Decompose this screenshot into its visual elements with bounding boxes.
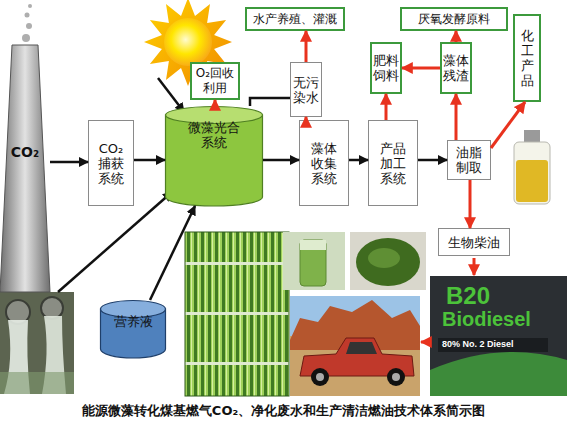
flow-arrow — [418, 159, 447, 162]
wastewater-arrow — [58, 192, 172, 292]
output-box: 厌氧发酵原料 — [400, 7, 508, 31]
node-label: O₂回收利用 — [194, 66, 236, 96]
photo-text: 80% No. 2 Diesel — [442, 339, 514, 349]
oil-bottle — [514, 130, 550, 204]
truck-photo — [290, 296, 420, 396]
node-label: 营养液 — [114, 314, 153, 329]
process-box: 藻体收集系统 — [299, 120, 349, 206]
output-box: 藻体残渣 — [440, 42, 472, 94]
algae-culture-photo — [283, 232, 345, 290]
chimney-outline — [0, 45, 50, 292]
process-box: CO₂捕获系统 — [88, 120, 134, 206]
output-arrow — [421, 341, 430, 344]
node-label: 油脂制取 — [455, 145, 483, 175]
flow-arrow — [150, 206, 195, 300]
node-label: 厌氧发酵原料 — [418, 12, 490, 27]
process-box: 生物柴油 — [438, 228, 510, 256]
node-label: 藻体收集系统 — [310, 141, 338, 186]
photo-text: Biodiesel — [442, 308, 531, 331]
cylinder-body — [101, 309, 166, 358]
node-label: CO₂捕获系统 — [96, 141, 126, 186]
process-box: 产品加工系统 — [368, 120, 418, 206]
flow-arrow — [402, 67, 440, 70]
flow-arrow — [469, 180, 472, 228]
flow-arrow — [491, 102, 525, 148]
algae-paste-photo — [350, 232, 426, 290]
output-box: O₂回收利用 — [190, 62, 240, 100]
flow-arrow — [385, 94, 388, 120]
process-box: 无污染水 — [290, 62, 322, 117]
chimney-shape: CO₂ — [0, 45, 50, 292]
cylinder-outline — [100, 300, 166, 358]
flow-arrow — [305, 117, 308, 120]
node-label: 微藻光合系统 — [186, 120, 242, 150]
node-label: 生物柴油 — [448, 235, 500, 250]
sunlight-arrow — [158, 78, 184, 112]
node-label: 水产养殖、灌溉 — [253, 12, 337, 27]
process-box: 油脂制取 — [447, 140, 491, 180]
chimney-body — [0, 45, 50, 292]
flow-arrow — [263, 159, 299, 162]
output-box: 化工产品 — [513, 14, 541, 102]
flow-arrow — [214, 100, 217, 106]
node-label: 产品加工系统 — [379, 141, 407, 186]
cylinder-body — [166, 115, 263, 206]
flow-arrow — [455, 94, 458, 140]
output-box: 水产养殖、灌溉 — [245, 7, 345, 31]
node-label: 无污染水 — [293, 75, 320, 105]
photobioreactor-photo — [185, 232, 289, 396]
flow-arrow — [134, 159, 165, 162]
output-box: 肥料饲料 — [370, 42, 402, 94]
node-label: 藻体残渣 — [443, 53, 470, 83]
biodiesel-pump-photo — [430, 276, 567, 396]
node-label: 化工产品 — [520, 28, 534, 88]
node-label: CO₂ — [11, 145, 39, 160]
flow-arrow — [349, 159, 368, 162]
flow-arrow — [250, 98, 290, 106]
smoke-puffs — [22, 4, 32, 42]
flow-arrow — [50, 161, 88, 164]
figure-caption: 能源微藻转化煤基燃气CO₂、净化废水和生产清洁燃油技术体系简示图 — [0, 402, 567, 420]
flow-arrow — [305, 31, 308, 62]
flow-arrow — [455, 31, 458, 42]
wastewater-photo — [0, 292, 74, 394]
tank-cylinder: 营养液 — [100, 300, 166, 358]
node-label: 肥料饲料 — [373, 53, 400, 83]
output-arrow — [473, 258, 476, 275]
tank-cylinder: 微藻光合系统 — [165, 106, 263, 206]
photo-text: B20 — [446, 282, 490, 310]
